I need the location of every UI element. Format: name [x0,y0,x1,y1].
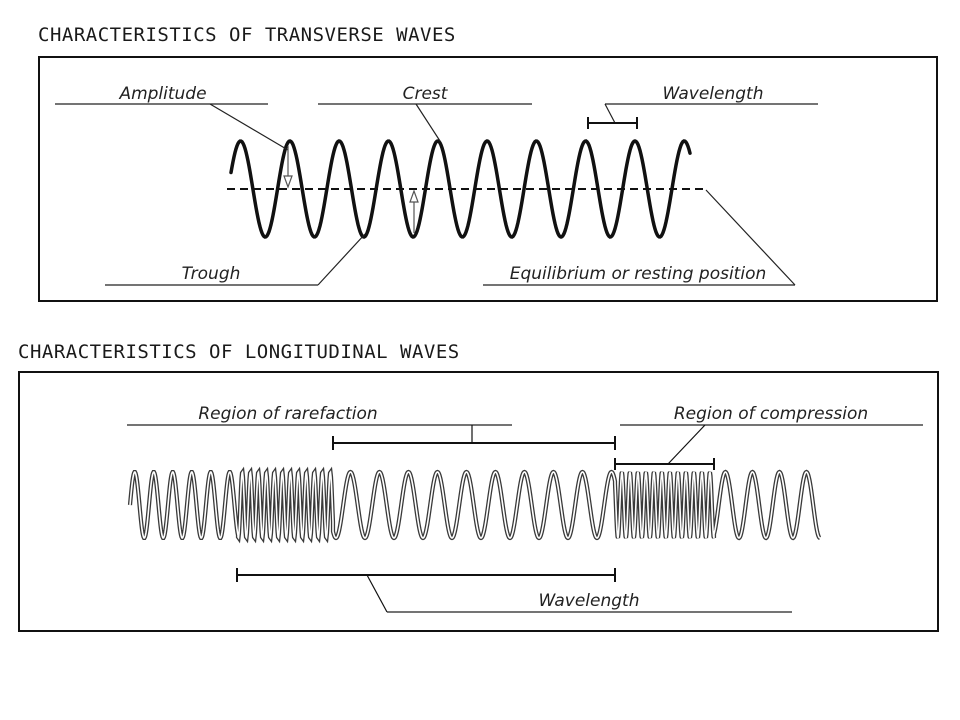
crest-leader [415,103,441,142]
wavelength-label-longitudinal: Wavelength [538,591,639,611]
transverse-diagram: Amplitude Crest Wavelength Trough Equili… [55,84,818,286]
longitudinal-spring [127,466,822,544]
transverse-panel [38,56,938,302]
rarefaction-bracket [332,425,616,450]
amplitude-leader [209,103,289,151]
wavelength-leader [604,103,616,124]
equilibrium-label: Equilibrium or resting position [510,264,767,284]
wavelength-bracket-longitudinal [236,568,616,613]
rarefaction-label: Region of rarefaction [198,404,377,424]
trough-label: Trough [182,264,241,284]
trough-leader [317,233,366,286]
amplitude-label: Amplitude [118,84,206,104]
longitudinal-heading: CHARACTERISTICS OF LONGITUDINAL WAVES [18,341,460,363]
transverse-heading: CHARACTERISTICS OF TRANSVERSE WAVES [38,24,456,46]
compression-label: Region of compression [674,404,868,424]
amplitude-arrow-2 [409,189,419,233]
transverse-wave [229,139,692,239]
wavelength-bracket-transverse [587,117,638,129]
longitudinal-spring-inner [129,470,821,540]
longitudinal-panel [18,371,939,632]
wavelength-label-transverse: Wavelength [662,84,763,104]
crest-label: Crest [403,84,449,104]
equilibrium-leader [705,189,796,286]
amplitude-arrow-1 [283,146,293,189]
compression-bracket [614,424,715,470]
longitudinal-diagram: Region of rarefaction Region of compress… [127,404,923,613]
